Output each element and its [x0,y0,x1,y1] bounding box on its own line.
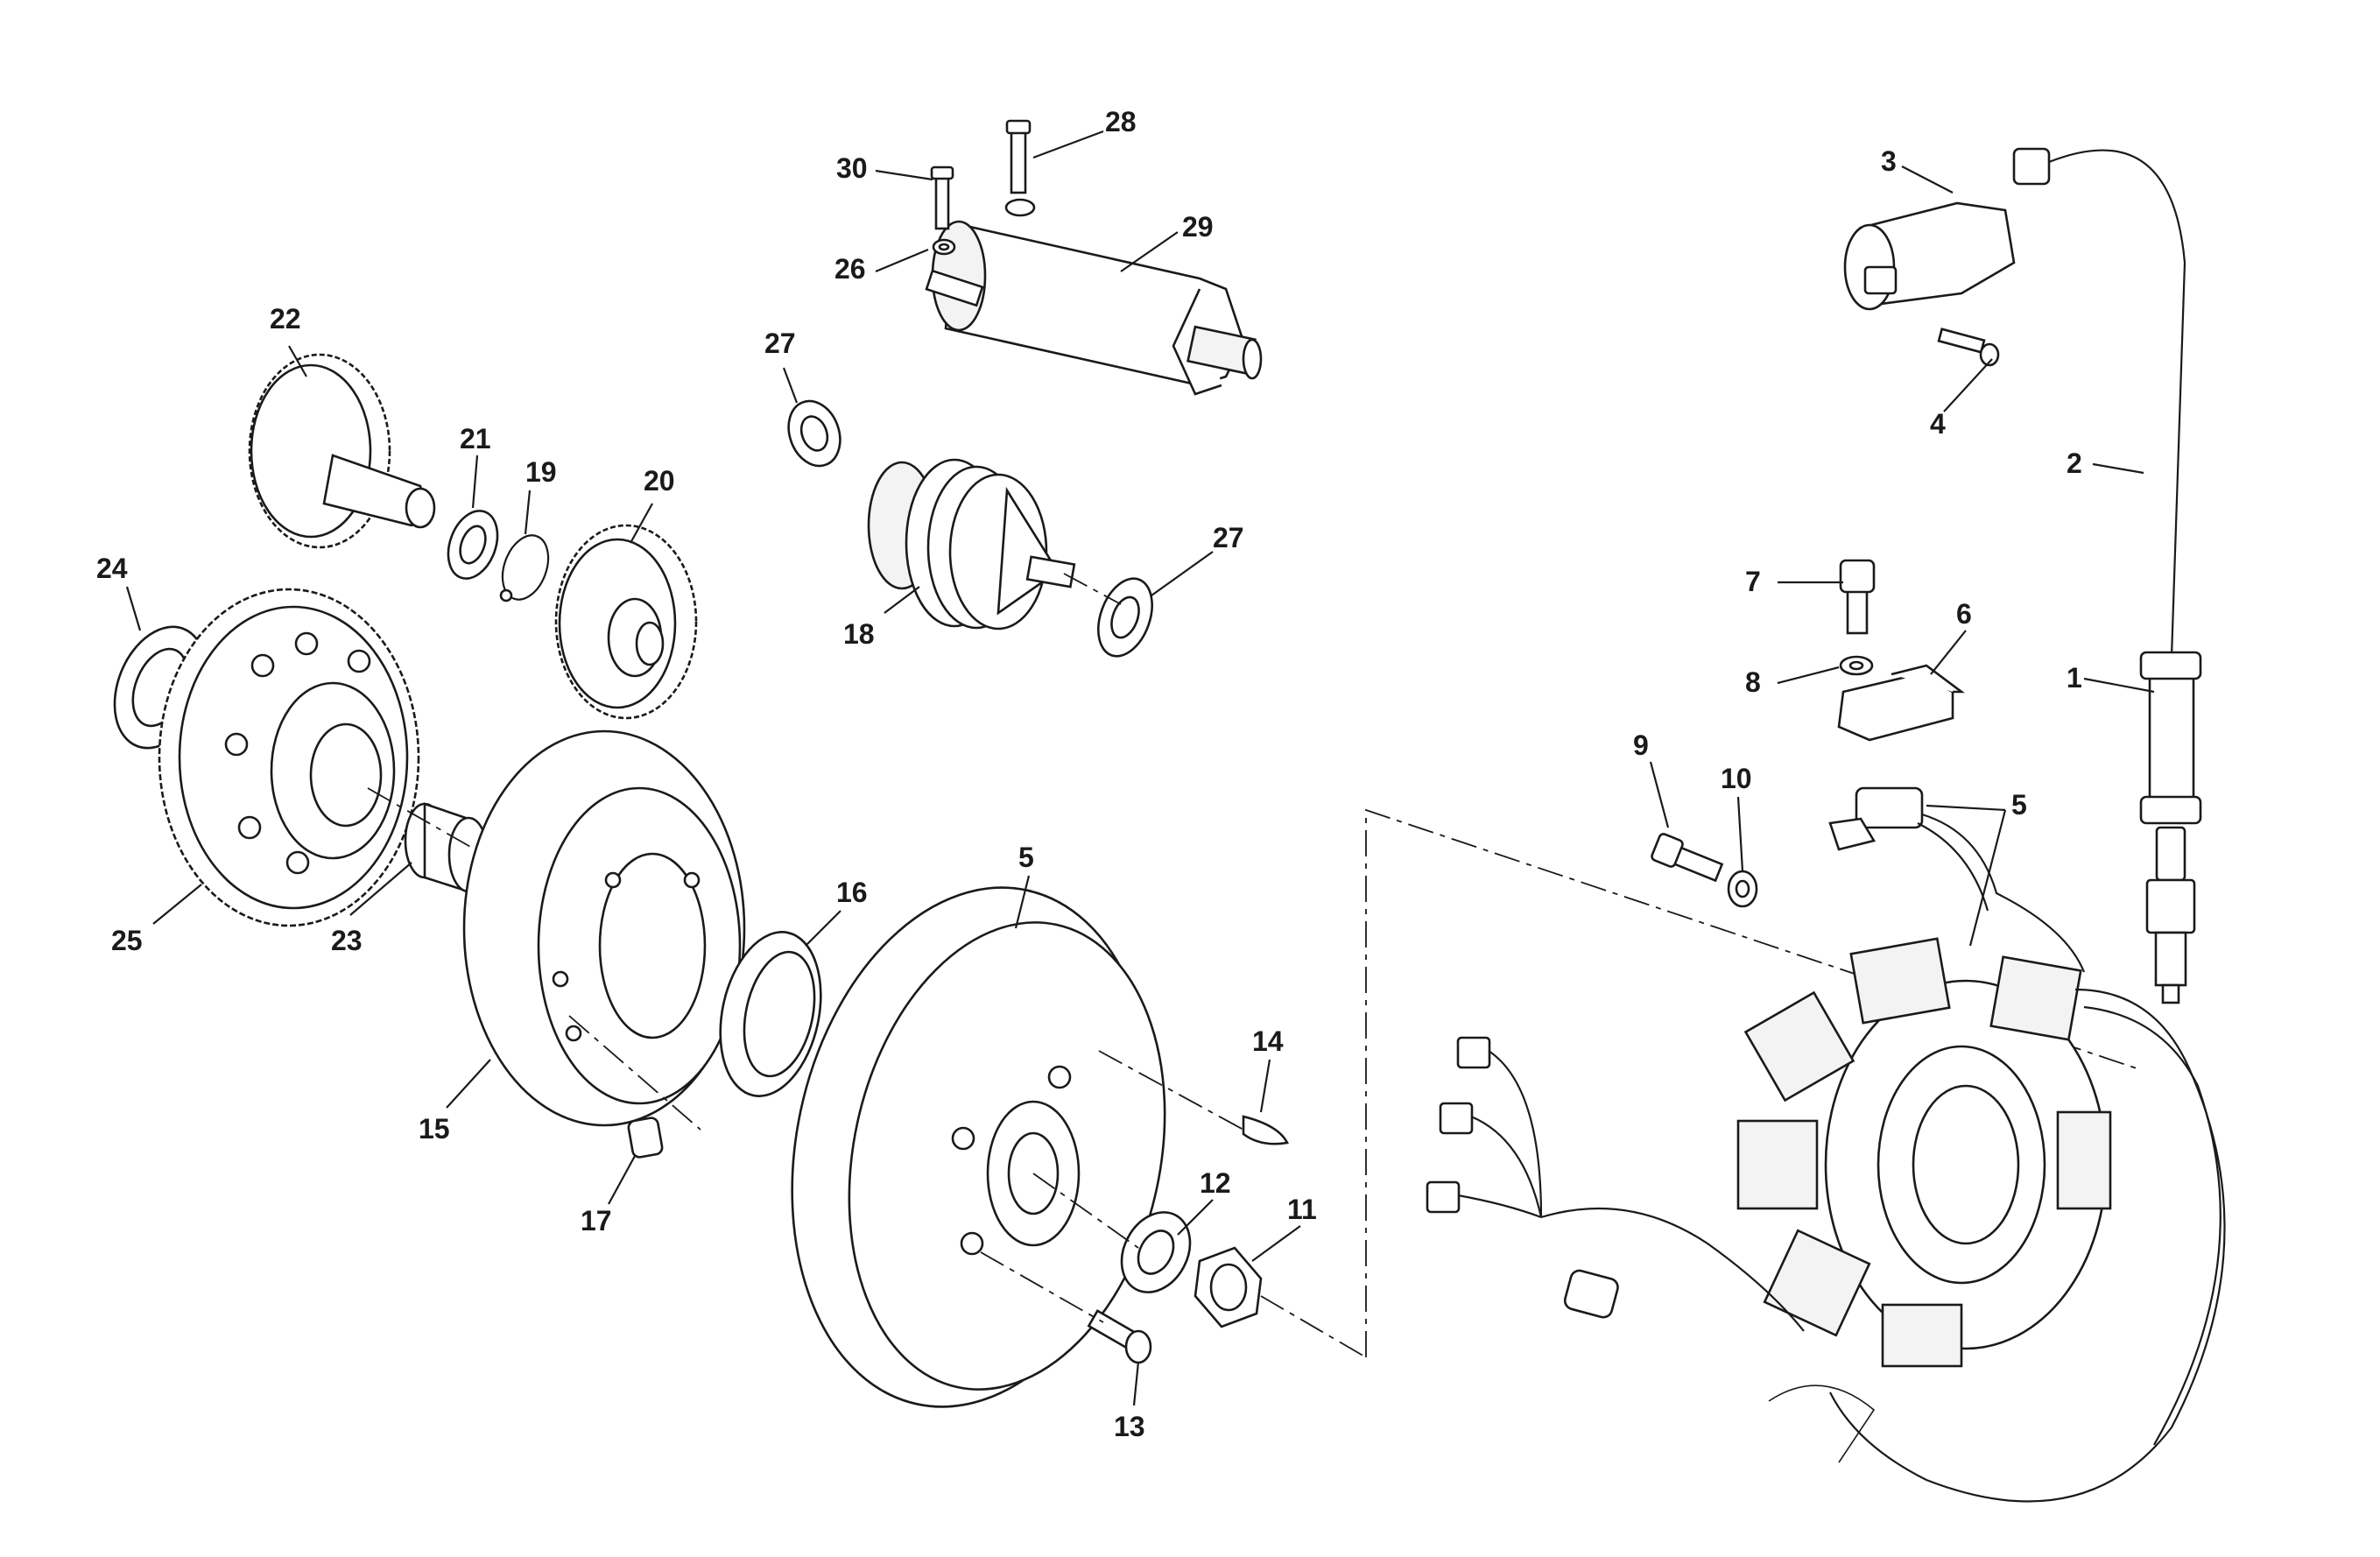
callout-8: 8 [1745,666,1761,698]
ignition-coil-3 [1843,147,2186,658]
callout-29: 29 [1182,211,1214,243]
callout-4: 4 [1930,408,1946,440]
callout-19: 19 [525,456,557,488]
sensor-5 [1828,786,2086,973]
plug-cap-2 [2139,651,2202,825]
callout-27-lower: 27 [1213,522,1244,553]
callout-18: 18 [843,618,875,650]
screw-9 [1651,833,1724,883]
washer-27-lower [1097,577,1153,658]
callout-6: 6 [1956,598,1972,630]
washer-12 [1120,1211,1192,1293]
spark-plug-1 [2145,826,2196,1004]
callout-5-flywheel: 5 [1018,842,1034,873]
callout-24: 24 [96,553,128,584]
callout-27-upper: 27 [764,328,796,359]
callout-12: 12 [1200,1167,1231,1199]
callout-2: 2 [2067,447,2082,479]
callout-28: 28 [1105,106,1137,137]
callout-20: 20 [644,465,675,497]
pickup-bracket-6 [1837,664,1965,742]
screw-7 [1839,559,1876,635]
gear-22 [248,353,436,549]
gear-25 [158,588,420,927]
callout-22: 22 [270,303,301,335]
woodruff-key-14 [1242,1115,1289,1145]
callout-30: 30 [836,152,868,184]
screw-4 [1937,328,2000,367]
dowel-17 [627,1117,664,1159]
callout-26: 26 [834,253,866,285]
clutch-housing-15 [462,729,746,1127]
washer-10 [1727,870,1758,908]
callout-23: 23 [331,925,363,956]
callout-10: 10 [1721,763,1752,794]
washer-21 [447,510,499,580]
washer-26 [932,238,956,256]
bearing-16 [719,931,822,1097]
callout-labels: 1 2 3 4 5 5 6 7 8 9 10 11 12 13 14 15 16… [96,106,2082,1442]
callout-7: 7 [1745,566,1761,597]
callout-3: 3 [1881,145,1897,177]
bolt-13 [1087,1309,1152,1364]
callout-17: 17 [581,1205,612,1236]
callout-11: 11 [1287,1194,1317,1225]
stator-5 [1736,937,2226,1503]
callout-21: 21 [460,423,491,454]
circlip-19 [499,534,550,602]
callout-25: 25 [111,925,143,956]
washer-8 [1839,655,1874,676]
flywheel-5 [791,886,1166,1408]
callout-5-stator: 5 [2011,789,2027,821]
callout-9: 9 [1633,729,1649,761]
starter-motor-29 [925,198,1263,396]
leader-lines [125,130,2155,1406]
washer-27-upper [787,399,841,468]
callout-15: 15 [419,1113,450,1145]
starter-gear-18 [867,458,1076,631]
callout-16: 16 [836,877,868,908]
bolt-30 [930,166,954,230]
bolt-28 [1005,119,1032,194]
callout-1: 1 [2067,662,2082,694]
callout-13: 13 [1114,1411,1145,1442]
callout-14: 14 [1252,1025,1284,1057]
nut-11 [1194,1246,1263,1328]
gear-20 [554,524,698,720]
wiring-harness-5 [1426,1036,1876,1463]
